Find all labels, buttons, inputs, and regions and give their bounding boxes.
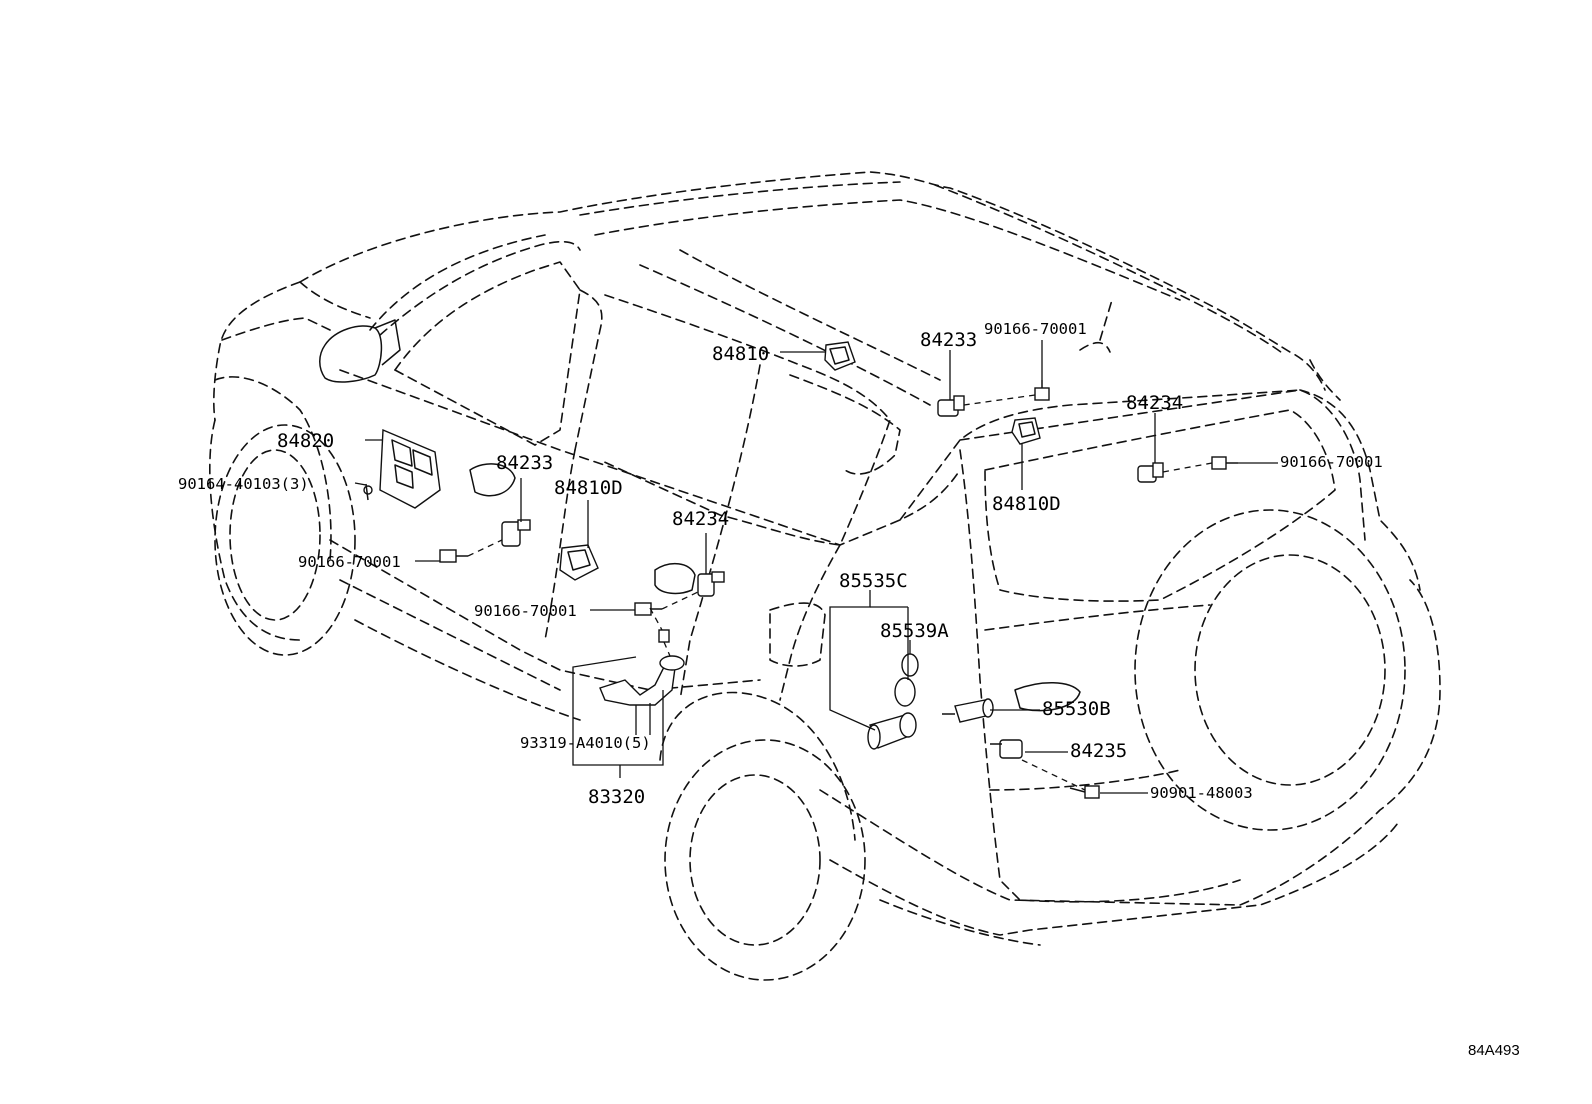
bolt-90166-mid-part <box>634 602 662 616</box>
fuel-sender-part <box>599 655 685 706</box>
label-93319-A4010: 93319-A4010(5) <box>520 734 651 752</box>
label-84234-right: 84234 <box>1126 392 1183 414</box>
courtesy-switch-top-part <box>937 395 965 417</box>
label-85535C: 85535C <box>839 570 908 592</box>
bolt-90166-right-part <box>1211 456 1238 470</box>
parts <box>363 341 1238 799</box>
label-84820: 84820 <box>277 430 334 452</box>
part-labels: 84820 90164-40103(3) 84233 90166-70001 8… <box>178 320 1520 1059</box>
label-85539A: 85539A <box>880 620 949 642</box>
label-84235: 84235 <box>1070 740 1127 762</box>
courtesy-switch-right-part <box>1137 462 1164 483</box>
diagram-reference-code: 84A493 <box>1468 1042 1520 1059</box>
label-84233-top: 84233 <box>920 329 977 351</box>
screw-90164-part <box>363 483 373 501</box>
screw-90901-part <box>1069 785 1100 799</box>
back-door-switch-part <box>990 739 1023 759</box>
master-switch-part <box>379 428 441 509</box>
label-83320: 83320 <box>588 786 645 808</box>
label-85530B: 85530B <box>1042 698 1111 720</box>
label-90166-70001-top: 90166-70001 <box>984 320 1087 338</box>
bolt-90166-left-part <box>439 549 468 563</box>
vehicle-outline <box>209 171 1441 981</box>
label-84234-mid: 84234 <box>672 508 729 530</box>
bolt-90166-top-part <box>1034 380 1050 401</box>
label-84233-left: 84233 <box>496 452 553 474</box>
courtesy-switch-left-part <box>501 519 531 547</box>
label-90901-48003: 90901-48003 <box>1150 784 1253 802</box>
window-switch-right-part <box>1011 417 1041 445</box>
window-switch-left-part <box>559 544 599 581</box>
leader-lines <box>354 340 1278 794</box>
label-84810D-left: 84810D <box>554 477 623 499</box>
label-90164-40103: 90164-40103(3) <box>178 475 309 493</box>
power-socket-85530-part <box>942 698 994 723</box>
courtesy-switch-mid-part <box>697 571 725 597</box>
label-90166-70001-right: 90166-70001 <box>1280 453 1383 471</box>
power-socket-part <box>867 653 919 750</box>
label-90166-70001-mid: 90166-70001 <box>474 602 577 620</box>
label-90166-70001-left: 90166-70001 <box>298 553 401 571</box>
bolt-83320-part <box>658 629 670 643</box>
label-84810: 84810 <box>712 343 769 365</box>
window-switch-top-part <box>824 341 856 371</box>
label-84810D-right: 84810D <box>992 493 1061 515</box>
